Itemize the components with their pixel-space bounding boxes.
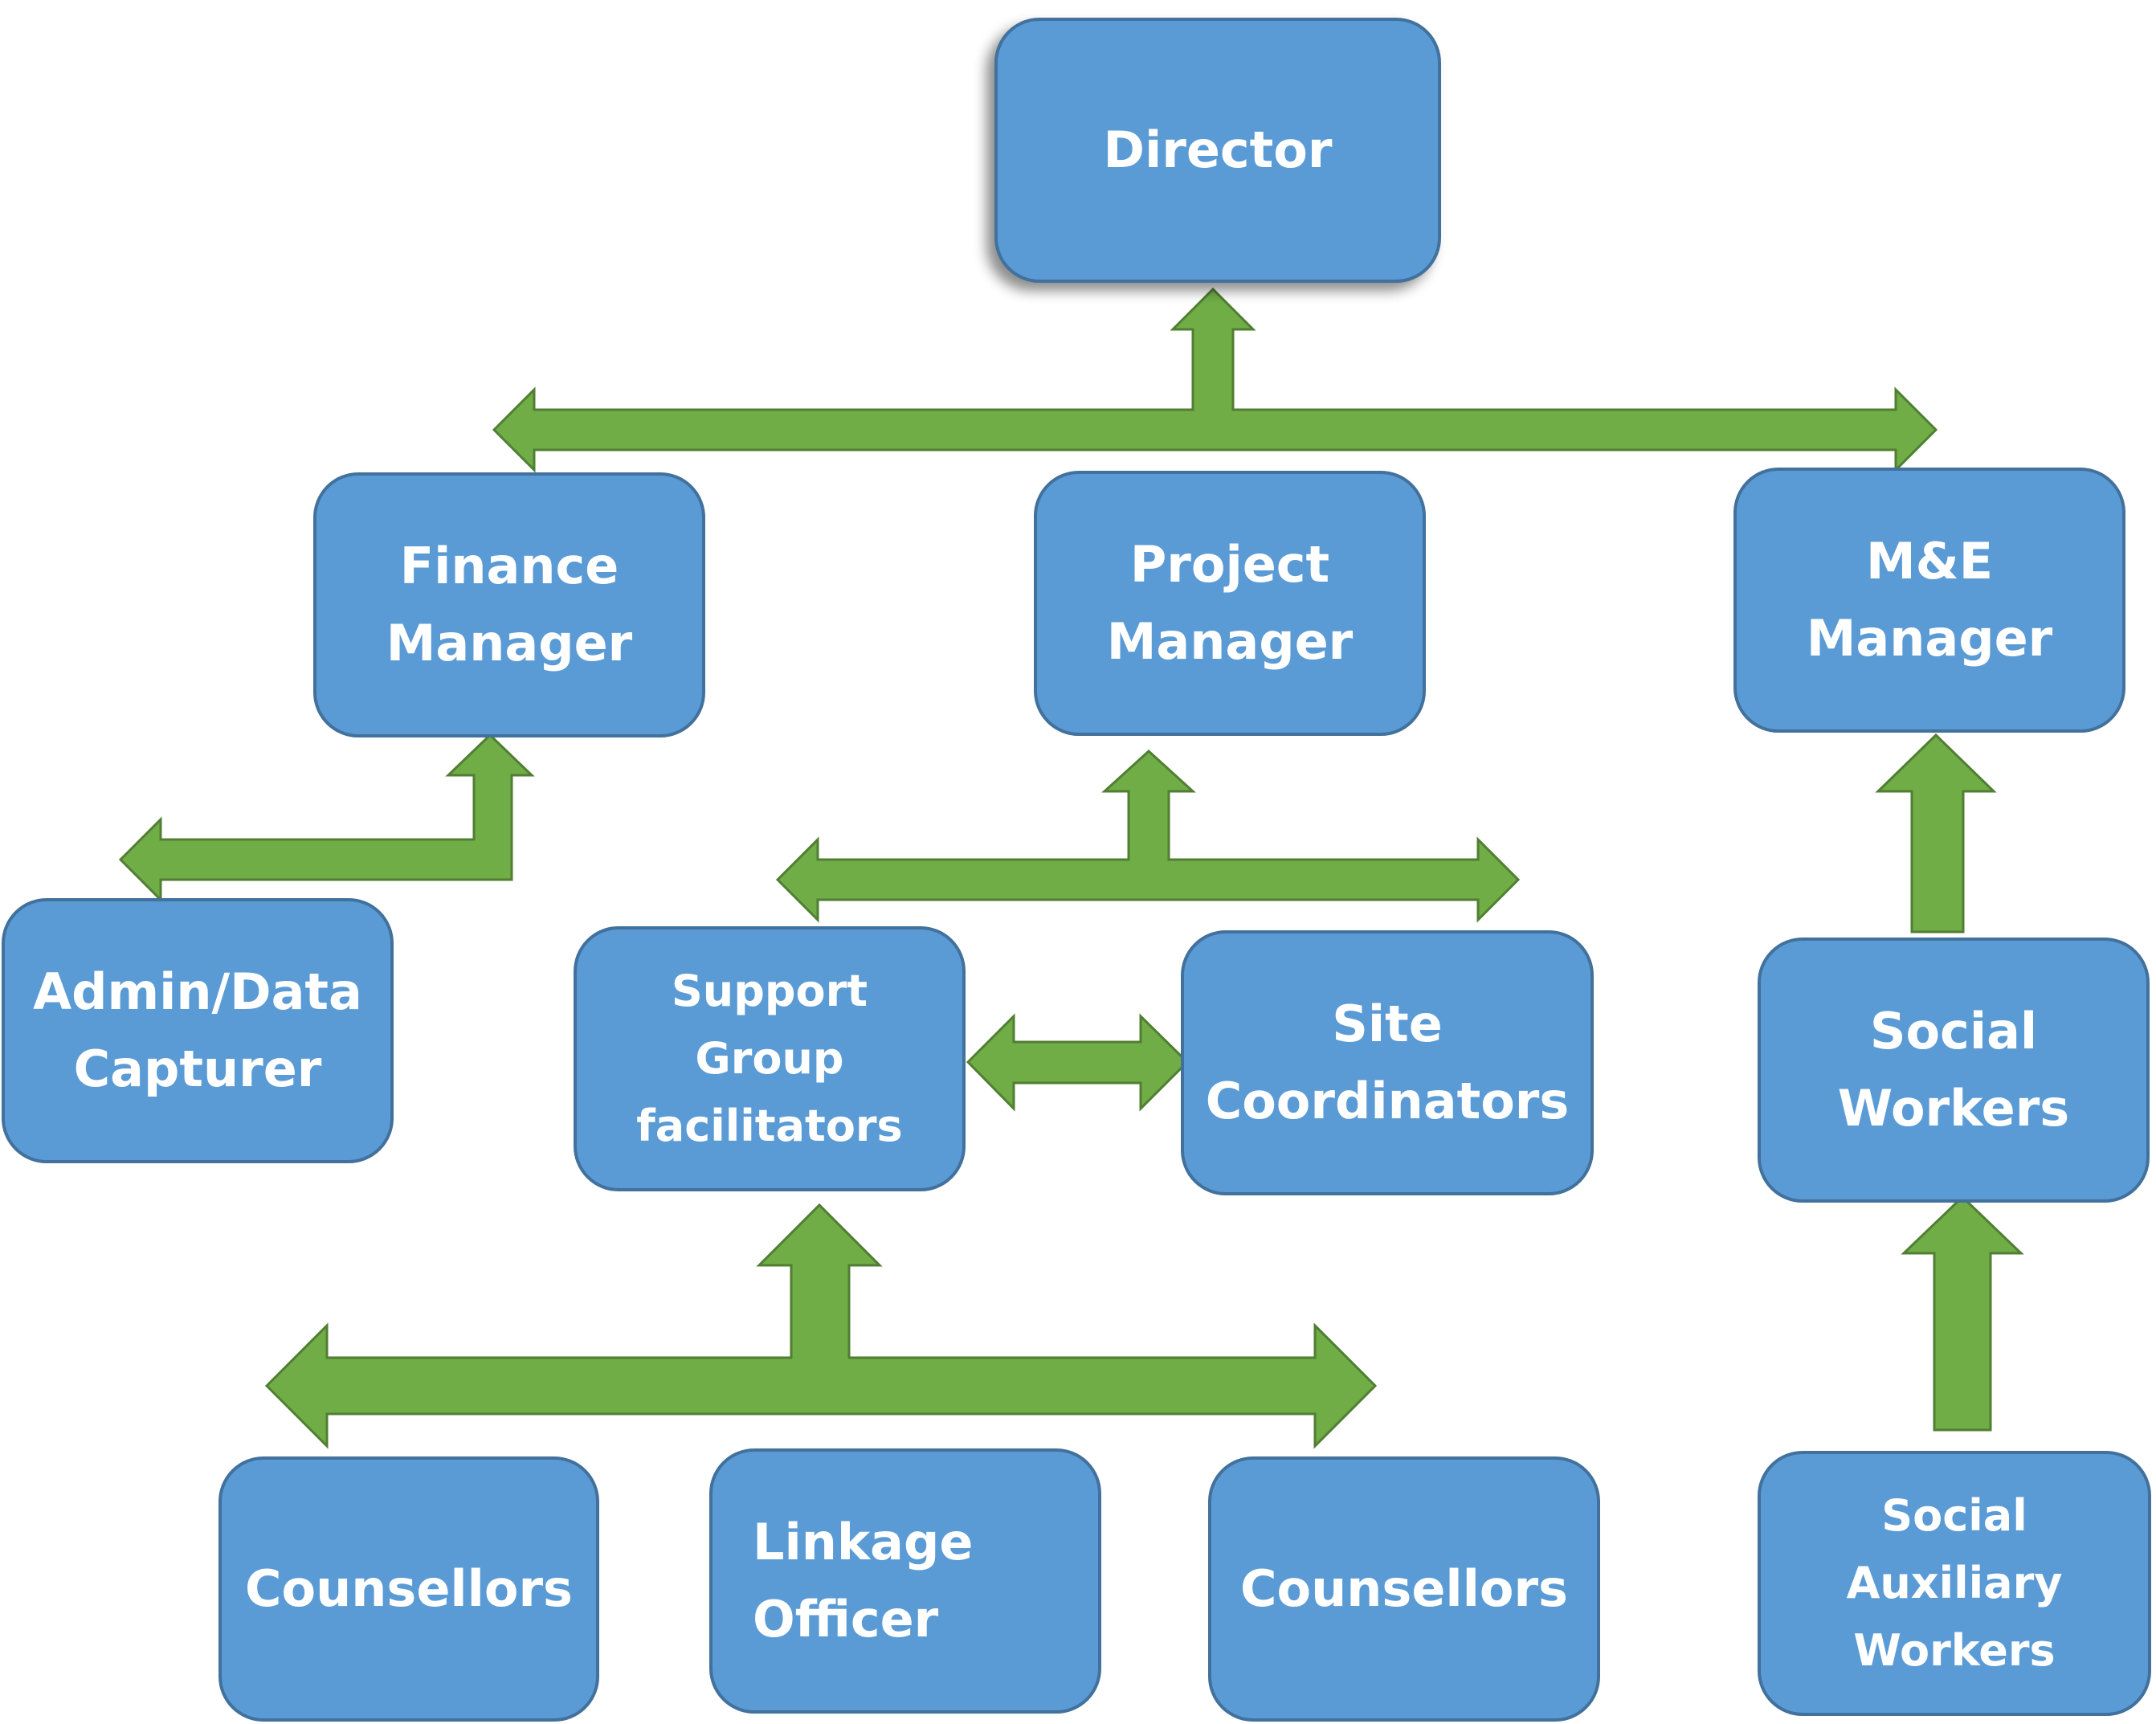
social-auxiliary-workers-box: Social Auxiliary Workers xyxy=(1758,1451,2151,1716)
counsellors-connector-arrow xyxy=(264,1203,1378,1449)
project-manager-label-line1: Project xyxy=(1129,534,1330,594)
site-coordinators-label-line2: Coordinators xyxy=(1205,1072,1570,1130)
support-site-double-arrow xyxy=(966,1013,1190,1112)
social-aux-connector-arrow xyxy=(1901,1195,2024,1432)
linkage-officer-label-line2: Officer xyxy=(753,1590,939,1648)
social-workers-label-line2: Workers xyxy=(1837,1079,2070,1138)
me-connector-arrow xyxy=(1875,733,1997,933)
admin-data-capturer-label-line2: Capturer xyxy=(73,1040,322,1098)
counsellors-left-box: Counsellors xyxy=(218,1456,599,1722)
social-workers-label-line1: Social xyxy=(1869,1001,2038,1060)
me-manager-label-line1: M&E xyxy=(1865,531,1994,590)
linkage-officer-label-line1: Linkage xyxy=(753,1512,974,1571)
site-coordinators-label-line1: Site xyxy=(1332,994,1443,1053)
social-auxiliary-label-line3: Workers xyxy=(1853,1624,2056,1676)
support-group-label-line1: Support xyxy=(671,966,868,1017)
me-manager-label-line2: Manager xyxy=(1806,609,2053,668)
admin-data-capturer-label-line1: Admin/Data xyxy=(33,962,362,1021)
me-manager-box: M&E Manager xyxy=(1733,468,2125,733)
finance-manager-box: Finance Manager xyxy=(313,472,705,737)
project-manager-box: Project Manager xyxy=(1034,471,1426,736)
social-auxiliary-label-line2: Auxiliary xyxy=(1846,1558,2063,1609)
social-workers-box: Social Workers xyxy=(1758,938,2150,1203)
support-group-facilitators-box: Support Group facilitators xyxy=(574,926,966,1191)
support-group-label-line2: Group xyxy=(695,1033,844,1085)
social-auxiliary-label-line1: Social xyxy=(1881,1490,2027,1542)
admin-data-capturer-box: Admin/Data Capturer xyxy=(2,898,394,1163)
director-connector-arrow xyxy=(492,287,1938,473)
support-group-label-line3: facilitators xyxy=(636,1100,903,1151)
director-label: Director xyxy=(1103,120,1333,179)
counsellors-left-label: Counsellors xyxy=(245,1559,573,1618)
finance-manager-label-line1: Finance xyxy=(399,536,619,595)
counsellors-right-box: Counsellors xyxy=(1208,1456,1600,1722)
finance-manager-label-line2: Manager xyxy=(386,614,633,672)
finance-connector-arrow xyxy=(118,733,535,903)
project-manager-label-line2: Manager xyxy=(1106,612,1354,671)
linkage-officer-box: Linkage Officer xyxy=(709,1448,1101,1714)
site-coordinators-box: Site Coordinators xyxy=(1181,930,1594,1195)
counsellors-right-label: Counsellors xyxy=(1240,1559,1568,1618)
director-box: Director xyxy=(994,18,1441,283)
project-connector-arrow xyxy=(775,749,1521,923)
